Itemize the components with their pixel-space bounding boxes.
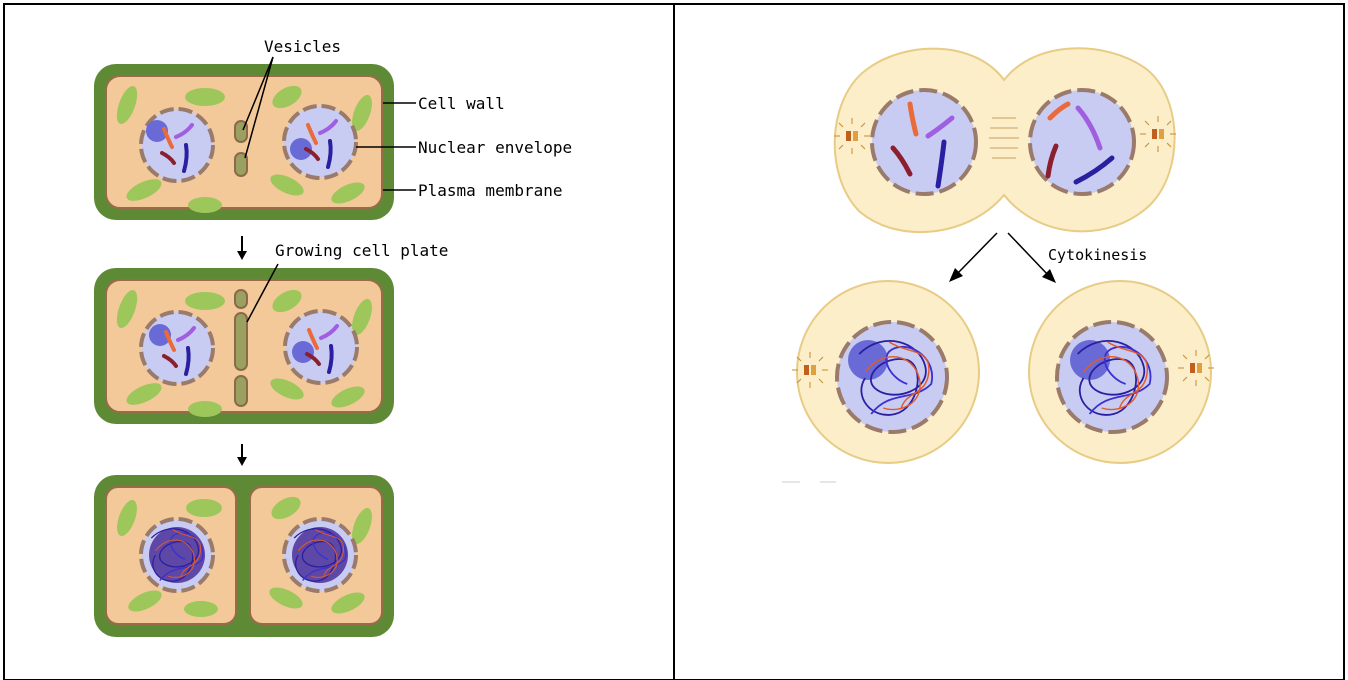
plant-cell-cell-plate [94, 268, 394, 424]
label-cell-wall: Cell wall [418, 94, 505, 113]
label-vesicles: Vesicles [264, 37, 341, 56]
nucleus-right [283, 309, 359, 385]
animal-cell-dividing [833, 47, 1177, 234]
nucleus-right [282, 104, 358, 180]
down-arrow-1 [237, 236, 247, 260]
cleavage-fibers [989, 117, 1019, 159]
growing-cell-plate [234, 289, 248, 407]
label-nuclear-envelope: Nuclear envelope [418, 138, 572, 157]
panel-frame [3, 3, 1345, 680]
plant-cell-daughters [94, 475, 394, 637]
nucleus-right [1028, 88, 1136, 196]
plant-cell-telophase [94, 64, 394, 220]
label-growing-cell-plate: Growing cell plate [275, 241, 448, 260]
daughter-nucleus-right [282, 517, 358, 593]
label-cytokinesis: Cytokinesis [1048, 246, 1147, 264]
label-plasma-membrane: Plasma membrane [418, 181, 563, 200]
nucleus-left [870, 88, 978, 196]
animal-daughter-cell-left [791, 280, 980, 464]
daughter-nucleus-left [139, 517, 215, 593]
animal-daughter-cell-right [1028, 280, 1215, 464]
plant-leader-lines [242, 56, 416, 323]
nucleus-left [139, 107, 215, 183]
nucleus-left [139, 310, 215, 386]
down-arrow-2 [237, 444, 247, 466]
division-arrows [949, 232, 1056, 283]
